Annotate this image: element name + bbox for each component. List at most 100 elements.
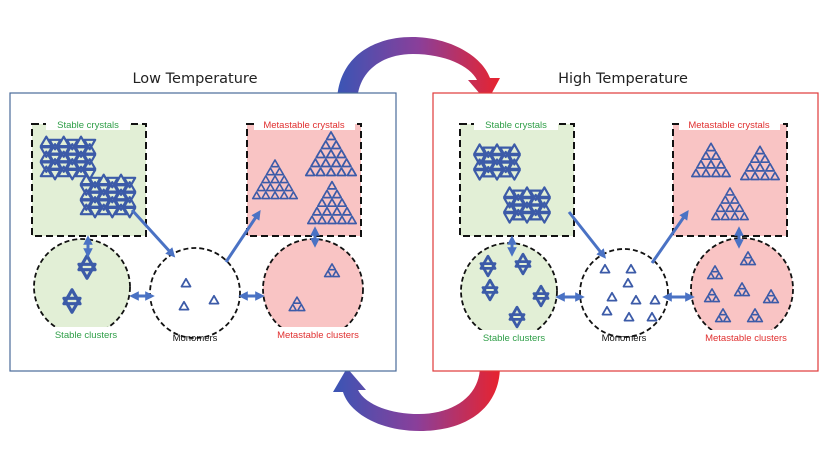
triangle-icon	[754, 145, 766, 155]
triangle-icon	[749, 154, 761, 164]
triangle-icon	[114, 188, 128, 201]
triangle-icon	[606, 291, 618, 302]
triangle-icon	[346, 215, 358, 225]
triangle-icon	[316, 215, 328, 225]
triangle-icon	[346, 167, 358, 177]
triangle-icon	[251, 191, 262, 200]
triangle-icon	[507, 169, 521, 181]
triangle-icon	[764, 162, 776, 172]
metastable-clusters-label: Metastable clusters	[277, 330, 359, 341]
triangle-icon	[473, 158, 487, 170]
triangle-icon	[720, 211, 731, 221]
panel-title: Low Temperature	[132, 71, 257, 87]
triangle-icon	[529, 208, 543, 221]
triangle-icon	[537, 186, 551, 198]
triangle-icon	[320, 158, 332, 168]
stable-crystals-label: Stable crystals	[485, 120, 547, 131]
triangle-icon	[57, 161, 71, 173]
monomer-shapes	[599, 263, 661, 322]
triangle-icon	[705, 159, 717, 169]
metastable-cluster-shapes	[288, 263, 341, 312]
stable-clusters-label: Stable clusters	[55, 330, 118, 341]
triangle-icon	[769, 171, 781, 181]
triangle-icon	[97, 173, 111, 186]
triangle-icon	[65, 158, 79, 170]
triangle-icon	[97, 199, 111, 211]
curved-arrow-icon	[333, 366, 500, 431]
triangle-icon	[79, 184, 93, 196]
triangle-icon	[321, 189, 333, 199]
triangle-icon	[710, 211, 721, 221]
metastable-crystal-aggregates	[690, 142, 781, 221]
triangle-icon	[739, 257, 749, 266]
triangle-icon	[310, 158, 321, 168]
triangle-icon	[321, 206, 333, 216]
triangle-icon	[473, 169, 487, 181]
triangle-icon	[208, 294, 220, 305]
triangle-icon	[507, 143, 521, 155]
triangle-icon	[623, 311, 635, 322]
triangle-icon	[770, 295, 780, 304]
triangle-icon	[720, 195, 731, 204]
triangle-icon	[743, 251, 753, 259]
triangle-icon	[79, 173, 93, 186]
triangle-icon	[473, 154, 487, 166]
stable-clusters-label: Stable clusters	[483, 333, 546, 344]
monomer-shapes	[178, 277, 220, 311]
triangle-icon	[48, 143, 62, 155]
triangle-icon	[270, 159, 280, 168]
triangle-icon	[88, 206, 102, 219]
triangle-icon	[274, 183, 285, 192]
triangle-icon	[537, 197, 551, 209]
transition-arrows	[507, 210, 744, 302]
triangle-icon	[304, 167, 316, 177]
triangle-icon	[481, 161, 495, 174]
triangle-icon	[759, 171, 771, 181]
triangle-icon	[123, 176, 137, 189]
triangle-icon	[331, 206, 343, 216]
triangle-icon	[105, 176, 119, 189]
triangle-icon	[48, 168, 62, 181]
triangle-icon	[646, 311, 658, 322]
triangle-icon	[83, 143, 97, 155]
triangle-icon	[88, 191, 102, 204]
triangle-icon	[622, 277, 634, 288]
triangle-icon	[706, 271, 716, 280]
triangle-icon	[265, 167, 276, 176]
triangle-icon	[114, 203, 128, 216]
triangle-icon	[759, 154, 771, 164]
triangle-icon	[514, 260, 532, 276]
triangle-icon	[57, 165, 71, 178]
triangle-icon	[288, 191, 299, 200]
triangle-icon	[481, 146, 495, 159]
triangle-icon	[265, 183, 276, 192]
triangle-icon	[292, 296, 302, 305]
triangle-icon	[97, 203, 111, 216]
triangle-icon	[77, 262, 97, 280]
triangle-icon	[39, 150, 53, 163]
triangle-icon	[499, 161, 513, 174]
triangle-icon	[88, 176, 102, 189]
triangle-icon	[473, 143, 487, 155]
metastable-clusters-label: Metastable clusters	[705, 333, 787, 344]
triangle-icon	[700, 168, 712, 178]
triangle-icon	[48, 158, 62, 170]
triangle-icon	[83, 153, 97, 166]
triangle-icon	[714, 314, 724, 323]
triangle-icon	[737, 282, 747, 290]
triangle-icon	[710, 265, 720, 273]
triangle-icon	[274, 167, 285, 176]
triangle-icon	[481, 150, 495, 163]
triangle-icon	[705, 142, 717, 152]
triangle-icon	[65, 153, 79, 166]
triangle-icon	[74, 146, 88, 158]
triangle-icon	[105, 206, 119, 219]
triangle-icon	[490, 158, 504, 170]
triangle-icon	[65, 168, 79, 181]
triangle-icon	[325, 131, 337, 141]
triangle-icon	[714, 271, 724, 280]
triangle-icon	[750, 308, 760, 316]
triangle-icon	[520, 186, 534, 198]
triangle-icon	[74, 150, 88, 163]
